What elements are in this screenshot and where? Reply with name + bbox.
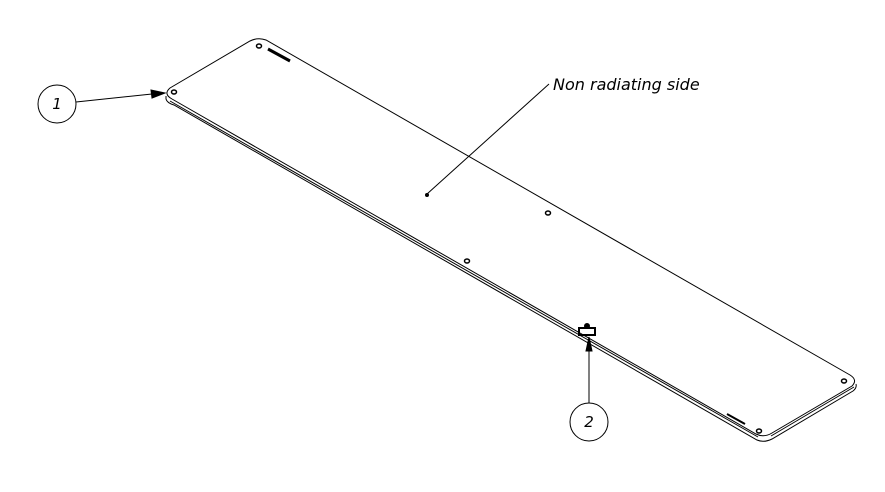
panel-edge-line <box>169 100 759 438</box>
balloon-2-number: 2 <box>584 413 594 431</box>
mounting-hole <box>170 89 178 95</box>
panel-edge-thickness <box>165 96 857 442</box>
arrowhead-icon <box>585 336 593 352</box>
mounting-hole <box>463 258 471 264</box>
mounting-hole <box>544 210 552 216</box>
balloon-1-circle <box>37 84 77 124</box>
panel-top-face <box>166 38 856 437</box>
logo-mark <box>267 47 291 63</box>
annotation-leader <box>426 83 550 195</box>
mounting-hole <box>255 43 263 49</box>
label-mark <box>726 413 746 425</box>
leader-line-1 <box>75 93 153 103</box>
mounting-hole <box>840 378 848 384</box>
panel-edge-line <box>770 386 855 437</box>
balloon-1-number: 1 <box>52 95 62 113</box>
leader-dot <box>425 193 429 197</box>
arrowhead-icon <box>150 89 167 99</box>
connector <box>578 323 596 336</box>
annotation-text: Non radiating side <box>553 75 700 94</box>
balloon-2-circle <box>569 402 609 442</box>
mounting-hole <box>755 428 763 434</box>
